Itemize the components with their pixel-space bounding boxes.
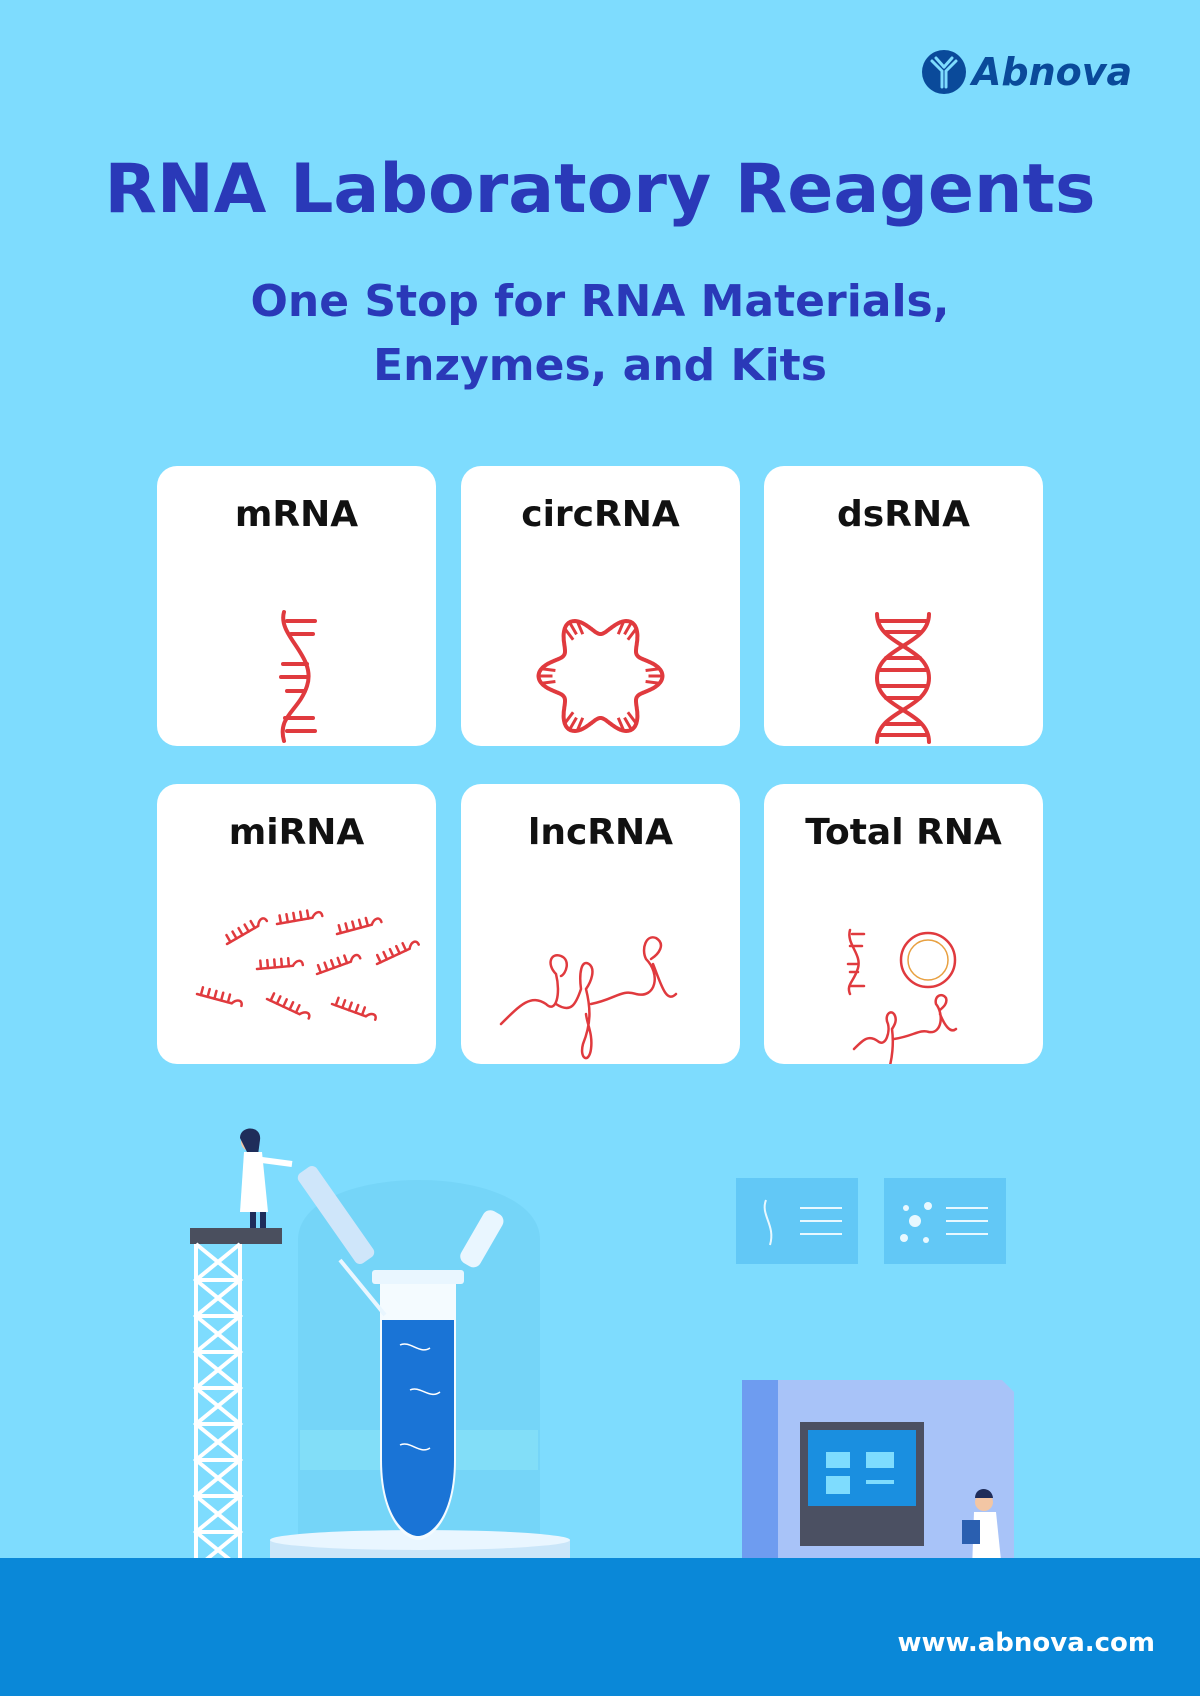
mirna-fragment <box>275 909 324 926</box>
card-label: mRNA <box>234 494 359 535</box>
card-label: lncRNA <box>527 812 674 853</box>
page-subtitle: One Stop for RNA Materials, Enzymes, and… <box>0 270 1200 398</box>
card-mrna[interactable]: mRNA <box>157 466 436 746</box>
card-label: miRNA <box>228 812 365 853</box>
brand-logo[interactable]: Abnova <box>922 50 1132 94</box>
circular-rna-icon <box>536 618 665 734</box>
mirna-fragment <box>330 996 377 1021</box>
long-noncoding-rna-icon <box>499 936 678 1060</box>
card-circrna[interactable]: circRNA <box>461 466 740 746</box>
card-dsrna[interactable]: dsRNA <box>764 466 1043 746</box>
mirna-fragment <box>375 940 420 966</box>
mirna-fragment <box>315 953 362 976</box>
lab-illustration <box>190 1128 1014 1590</box>
scientist-figure <box>240 1128 293 1228</box>
single-strand-rna-icon <box>279 610 317 743</box>
antibody-logo-icon <box>922 50 966 94</box>
page-title: RNA Laboratory Reagents <box>104 150 1096 229</box>
subtitle-line-2: Enzymes, and Kits <box>373 340 827 391</box>
mirna-fragment <box>255 956 305 971</box>
total-rna-mix-icon <box>846 928 958 1064</box>
mirna-fragment <box>195 986 243 1008</box>
brand-name: Abnova <box>972 50 1133 94</box>
website-link[interactable]: www.abnova.com <box>897 1628 1155 1658</box>
card-lncrna[interactable]: lncRNA <box>461 784 740 1064</box>
card-label: circRNA <box>521 494 680 535</box>
card-label: dsRNA <box>837 494 970 535</box>
mirna-fragment <box>335 916 383 936</box>
micro-rna-fragments-icon <box>195 909 420 1021</box>
scaffold-tower <box>192 1242 244 1580</box>
card-total-rna[interactable]: Total RNA <box>764 784 1043 1064</box>
card-label: Total RNA <box>805 812 1002 853</box>
mirna-fragment <box>225 917 269 946</box>
footer-band <box>0 1558 1200 1696</box>
double-helix-icon <box>874 612 932 744</box>
card-mirna[interactable]: miRNA <box>157 784 436 1064</box>
rna-in-tube-icon <box>399 1343 441 1451</box>
mirna-fragment <box>265 992 311 1020</box>
subtitle-line-1: One Stop for RNA Materials, <box>250 276 950 327</box>
